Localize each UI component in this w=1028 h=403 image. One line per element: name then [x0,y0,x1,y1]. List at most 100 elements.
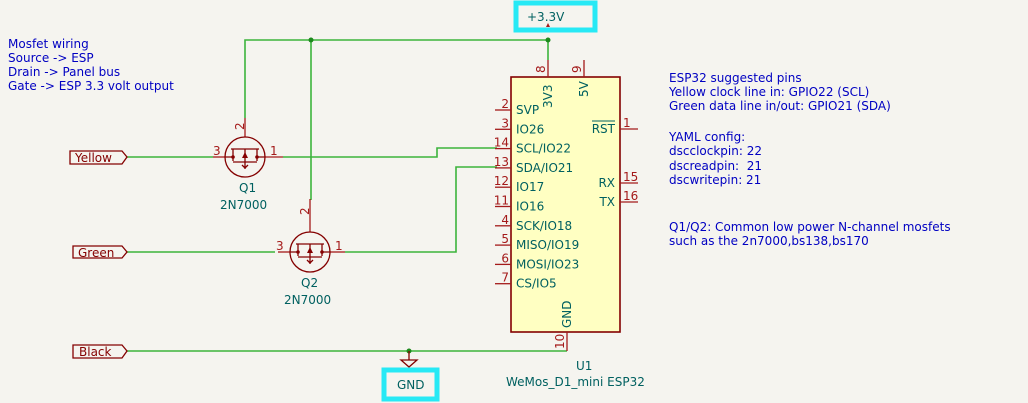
u1-left-pins: 2 SVP 3 IO26 14 SCL/IO22 13 SDA/IO21 12 IO17 11 IO1… [494,97,580,291]
u1-pin-name: IO16 [516,200,544,214]
u1-pin-num: 8 [534,65,548,73]
note-mosfet-types: Q1/Q2: Common low power N-channel mosfet… [669,220,951,248]
q1-pin-gate-num: 2 [233,122,247,130]
u1-pin-num: 9 [570,65,584,73]
u1-pin-name: MISO/IO19 [516,238,579,252]
label-outline [72,344,128,359]
mosfet-q1[interactable]: 2 3 1 Q1 2N7000 [213,118,283,212]
u1-pin-name: SDA/IO21 [516,161,573,175]
wire-q1-scl[interactable] [283,147,497,158]
u1-pin-num: 16 [623,189,638,203]
u1-pin-name: MOSI/IO23 [516,257,579,271]
label-outline [69,150,128,165]
u1-pin-14: 14 SCL/IO22 [494,136,571,156]
u1-pin-name: SCK/IO18 [516,219,572,233]
note-line: Gate -> ESP 3.3 volt output [8,79,174,93]
u1-pin-name: GND [560,300,574,328]
u1-pin-num: 3 [501,116,509,130]
u1-pin-6: 6 MOSI/IO23 [495,251,579,271]
u1-pin-num: 7 [501,271,509,285]
note-mosfet-wiring: Mosfet wiring Source -> ESP Drain -> Pan… [8,37,174,93]
u1-pin-name: TX [598,195,615,209]
global-label-yellow[interactable]: Yellow [69,150,128,165]
u1-pin-16: 16 TX [598,189,638,209]
u1-pin-num: 15 [623,170,638,184]
u1-pin-name: CS/IO5 [516,277,557,291]
u1-ref: U1 [576,359,592,373]
note-yaml-config: YAML config: dscclockpin: 22 dscreadpin:… [668,130,762,187]
q1-value: 2N7000 [220,198,267,212]
q2-pin-left-num: 3 [276,239,284,253]
note-line: Drain -> Panel bus [8,65,120,79]
note-line: YAML config: [668,130,745,144]
vcc-arrow-icon [546,23,550,27]
note-line: Green data line in/out: GPIO21 (SDA) [669,99,891,113]
global-label-black[interactable]: Black [72,344,128,359]
q1-ref: Q1 [239,181,256,195]
gnd-label: GND [397,378,425,392]
ground-icon [399,359,419,368]
junction-dot [308,37,314,43]
note-line: Source -> ESP [8,51,94,65]
q1-pin-left-num: 3 [213,144,221,158]
u1-pin-2: 2 SVP [495,97,539,117]
u1-right-pins: 1 RST 15 RX 16 TX [592,116,639,209]
label-outline [72,245,128,259]
u1-pin-num: 11 [494,194,509,208]
q2-value: 2N7000 [284,293,331,307]
wires [127,37,567,354]
u1-pin-name: SCL/IO22 [516,142,571,156]
u1-pin-13: 13 SDA/IO21 [494,155,573,175]
u1-pin-num: 2 [501,97,509,111]
power-vcc[interactable]: +3.3V [513,0,598,33]
note-esp-pins: ESP32 suggested pins Yellow clock line i… [668,71,891,113]
u1-pin-name: IO17 [516,180,544,194]
wire-q2-sda[interactable] [345,166,497,253]
u1-pin-num: 6 [501,251,509,265]
u1-pin-7: 7 CS/IO5 [495,271,557,291]
u1-pin-1: 1 RST [592,116,638,136]
label-text: Green [78,246,114,260]
vcc-highlight [513,0,598,33]
u1-pin-name: IO26 [516,122,544,136]
u1-pin-num: 13 [494,155,509,169]
note-line: Q1/Q2: Common low power N-channel mosfet… [669,220,951,234]
u1-body [510,76,621,333]
u1-pin-12: 12 IO17 [494,174,545,194]
u1-pin-name: RST [592,122,616,136]
power-gnd[interactable]: GND [381,351,440,402]
gnd-highlight [381,367,440,402]
vcc-label: +3.3V [527,10,565,24]
u1-pin-name: 5V [577,80,591,97]
u1-pin-name: SVP [516,103,539,117]
u1-pin-15: 15 RX [598,170,638,190]
u1-pin-name: RX [598,176,615,190]
label-text: Yellow [74,151,112,165]
note-line: dscreadpin: 21 [669,159,762,173]
label-text: Black [79,345,112,359]
u1-pin-3: 3 IO26 [495,116,544,136]
q2-pin-right-num: 1 [335,239,343,253]
u1-pin-num: 4 [501,213,509,227]
note-line: Yellow clock line in: GPIO22 (SCL) [668,85,869,99]
note-line: dscclockpin: 22 [669,144,762,158]
q1-pin-right-num: 1 [270,144,278,158]
wire-vcc-q1-gate[interactable] [244,39,548,118]
u1-pin-5: 5 MISO/IO19 [495,232,579,252]
q2-pin-gate-num: 2 [298,207,312,215]
junction-dot [545,37,551,43]
u1-pin-num: 1 [623,116,631,130]
q2-ref: Q2 [301,276,318,290]
u1-pin-name: 3V3 [541,85,555,108]
note-line: dscwritepin: 21 [669,173,761,187]
u1-pin-11: 11 IO16 [494,194,545,214]
global-label-green[interactable]: Green [72,245,128,260]
mosfet-q2[interactable]: 2 3 1 Q2 2N7000 [276,199,345,307]
u1-pin-num: 14 [494,136,509,150]
u1-pin-num: 12 [494,174,509,188]
note-line: such as the 2n7000,bs138,bs170 [669,234,869,248]
u1-pin-num: 5 [501,232,509,246]
note-line: ESP32 suggested pins [669,71,802,85]
